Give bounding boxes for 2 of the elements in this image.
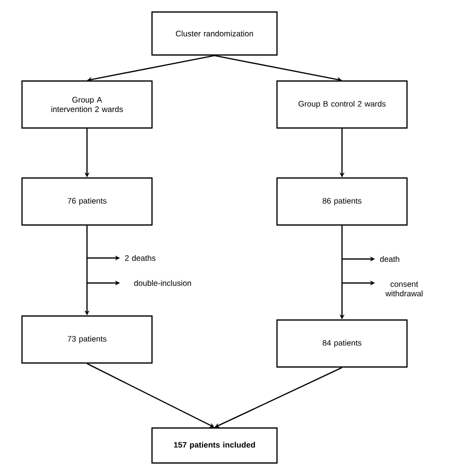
arrow <box>86 363 214 428</box>
arrow <box>214 367 342 428</box>
